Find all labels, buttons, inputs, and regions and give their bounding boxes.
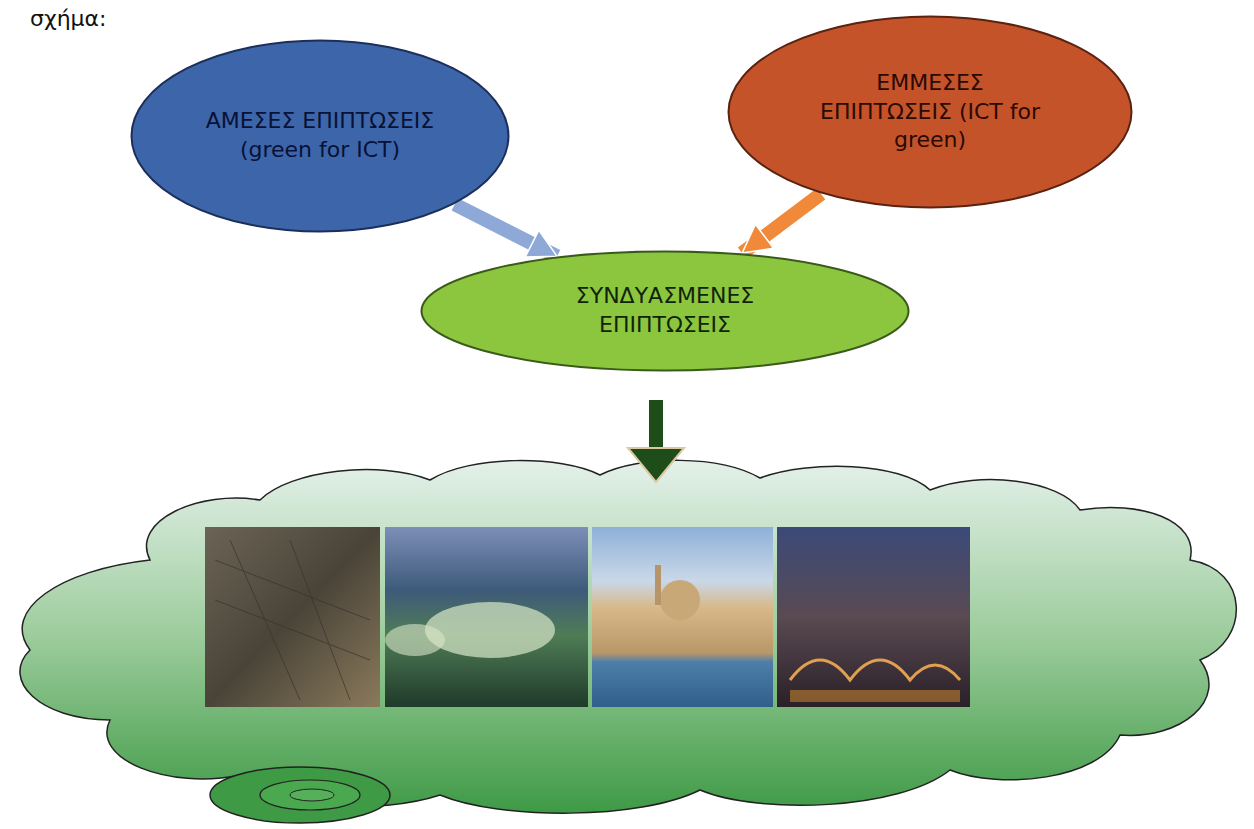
ellipse-fill <box>729 17 1132 208</box>
ellipse-node: ΕΜΜΕΣΕΣ ΕΠΙΠΤΩΣΕΙΣ (ICT for green) <box>727 15 1133 209</box>
city-photo-detail <box>790 660 960 680</box>
node-text: ΕΜΜΕΣΕΣ ΕΠΙΠΤΩΣΕΙΣ (ICT for green) <box>810 69 1050 155</box>
block-arrow <box>742 194 821 253</box>
city-photo-detail <box>425 602 555 658</box>
down-arrow-head <box>628 448 684 482</box>
ellipse-outline <box>420 250 910 372</box>
cloud-tail <box>260 780 360 810</box>
ellipse-outline <box>130 39 510 233</box>
city-photo-detail <box>660 580 700 620</box>
cloud-tail <box>210 767 390 823</box>
down-arrow <box>649 400 663 450</box>
city-photo <box>777 527 970 707</box>
city-photo-detail <box>790 690 960 702</box>
ellipse-node: ΣΥΝΔΥΑΣΜΕΝΕΣ ΕΠΙΠΤΩΣΕΙΣ <box>420 250 910 372</box>
ellipse-fill <box>422 252 909 371</box>
figure-label: σχήμα: <box>30 6 107 31</box>
city-photo <box>205 527 380 707</box>
ellipse-node: ΑΜΕΣΕΣ ΕΠΙΠΤΩΣΕΙΣ (green for ICT) <box>130 39 510 233</box>
block-arrow <box>455 204 557 256</box>
node-text: ΑΜΕΣΕΣ ΕΠΙΠΤΩΣΕΙΣ (green for ICT) <box>205 107 435 164</box>
city-photo <box>592 527 773 707</box>
cloud-shape <box>20 460 1236 813</box>
city-photo <box>385 527 588 707</box>
node-text: ΣΥΝΔΥΑΣΜΕΝΕΣ ΕΠΙΠΤΩΣΕΙΣ <box>545 282 785 339</box>
city-photo-detail <box>215 540 370 700</box>
city-photo-detail <box>385 624 445 656</box>
city-photo-detail <box>655 565 661 605</box>
cloud-tail <box>290 789 334 801</box>
ellipse-fill <box>132 41 509 232</box>
